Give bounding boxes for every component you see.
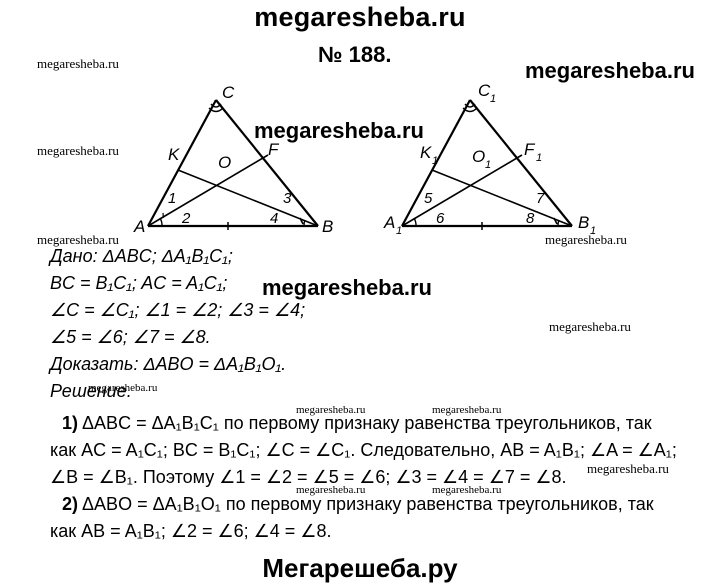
- solution-text: ΔABO = ΔA₁B₁O₁ по первому признаку равен…: [82, 494, 654, 514]
- prove-line: Доказать: ΔABO = ΔA₁B₁O₁.: [50, 354, 287, 374]
- watermark: megaresheba.ru: [254, 118, 424, 143]
- solution-p1-number: 1): [62, 413, 79, 433]
- angle-label-1: 1: [168, 190, 176, 207]
- given-line-3: ∠C = ∠C₁; ∠1 = ∠2; ∠3 = ∠4;: [50, 300, 306, 320]
- vertex-sub-a1: 1: [396, 225, 402, 237]
- vertex-sub-c1: 1: [490, 93, 496, 105]
- footer-site: Мегарешеба.ру: [262, 553, 458, 583]
- angle-label-5: 5: [424, 190, 433, 207]
- watermark: megaresheba.ru: [88, 382, 158, 394]
- figure-triangle-a1b1c1: [401, 99, 573, 230]
- watermark: megaresheba.ru: [549, 319, 631, 334]
- given-line-2: BC = B₁C₁; AC = A₁C₁;: [50, 273, 228, 293]
- vertex-label-o1: O: [472, 147, 485, 166]
- vertex-label-a: A: [133, 217, 145, 236]
- figure-triangle-abc: [147, 99, 319, 230]
- vertex-label-a1: A: [383, 213, 395, 232]
- vertex-label-f: F: [268, 140, 280, 159]
- solution-text: ΔABC = ΔA₁B₁C₁ по первому признаку равен…: [82, 413, 652, 433]
- vertex-sub-o1: 1: [485, 159, 491, 171]
- given-line-4: ∠5 = ∠6; ∠7 = ∠8.: [50, 327, 211, 347]
- angle-label-7: 7: [536, 190, 545, 207]
- watermark: megaresheba.ru: [587, 461, 669, 476]
- watermark: megaresheba.ru: [525, 58, 695, 83]
- vertex-sub-b1: 1: [590, 225, 596, 237]
- angle-label-8: 8: [526, 210, 535, 227]
- solution-p1-line-2: как AC = A₁C₁; BC = B₁C₁; ∠C = ∠C₁. След…: [50, 440, 677, 460]
- solution-p1-line-3: ∠B = ∠B₁. Поэтому ∠1 = ∠2 = ∠5 = ∠6; ∠3 …: [50, 467, 567, 487]
- solution-p2-line-1: 2) ΔABO = ΔA₁B₁O₁ по первому признаку ра…: [62, 494, 654, 515]
- given-line-1: Дано: ΔABC; ΔA₁B₁C₁;: [50, 246, 233, 266]
- vertex-label-c: C: [222, 83, 235, 102]
- watermark: megaresheba.ru: [37, 56, 119, 71]
- given-triangles: ΔABC; ΔA₁B₁C₁;: [102, 246, 233, 266]
- vertex-sub-f1: 1: [536, 152, 542, 164]
- site-title: megaresheba.ru: [254, 2, 466, 32]
- watermark: megaresheba.ru: [432, 404, 502, 416]
- vertex-label-k: K: [168, 145, 180, 164]
- vertex-label-b: B: [322, 217, 333, 236]
- watermark: megaresheba.ru: [432, 484, 502, 496]
- solution-p2-line-2: как AB = A₁B₁; ∠2 = ∠6; ∠4 = ∠8.: [50, 521, 332, 541]
- angle-label-2: 2: [181, 210, 191, 227]
- prove-label: Доказать: [50, 354, 134, 374]
- watermark: megaresheba.ru: [296, 404, 366, 416]
- angle-label-3: 3: [283, 190, 292, 207]
- watermark: megaresheba.ru: [262, 275, 432, 300]
- watermark: megaresheba.ru: [296, 484, 366, 496]
- watermark: megaresheba.ru: [545, 232, 627, 247]
- solution-label: Решение.: [50, 381, 132, 401]
- solution-p1-line-1: 1) ΔABC = ΔA₁B₁C₁ по первому признаку ра…: [62, 413, 652, 434]
- problem-number: № 188.: [318, 42, 392, 67]
- prove-text: ΔABO = ΔA₁B₁O₁.: [143, 354, 287, 374]
- watermark: megaresheba.ru: [37, 232, 119, 247]
- given-label: Дано: [50, 246, 93, 266]
- vertex-label-k1: K: [420, 143, 432, 162]
- vertex-label-c1: C: [478, 81, 491, 100]
- solution-p2-number: 2): [62, 494, 79, 514]
- vertex-label-f1: F: [524, 140, 536, 159]
- vertex-label-b1: B: [578, 213, 589, 232]
- vertex-sub-k1: 1: [432, 155, 438, 167]
- vertex-label-o: O: [218, 153, 231, 172]
- watermark: megaresheba.ru: [37, 143, 119, 158]
- geometry-figures: A B C K F O 1 2 3 4 A 1 B 1 C 1 K 1 F 1 …: [133, 81, 596, 237]
- angle-label-6: 6: [436, 210, 445, 227]
- angle-label-4: 4: [270, 210, 278, 227]
